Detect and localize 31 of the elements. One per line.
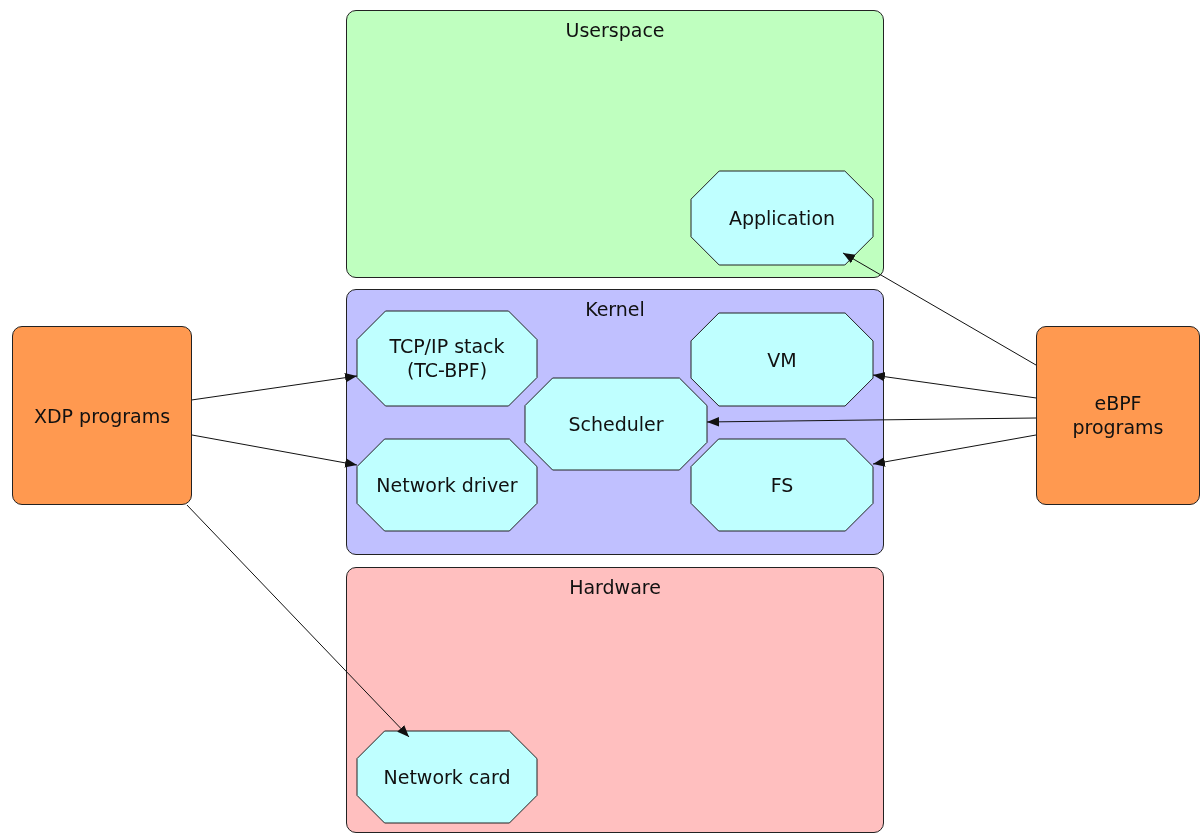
arrow xyxy=(842,252,1037,366)
node-label: VM xyxy=(766,347,798,372)
arrow xyxy=(706,417,1037,427)
octagon-node xyxy=(357,311,537,406)
arrow xyxy=(872,371,1037,399)
octagon-node xyxy=(357,731,537,823)
node-label: FS xyxy=(769,472,795,498)
layer-title: Kernel xyxy=(584,298,646,320)
program-box xyxy=(1036,326,1200,505)
arrow xyxy=(191,434,358,468)
layer-panel xyxy=(346,567,884,833)
node-label: Network card xyxy=(382,764,512,790)
node-label: TCP/IP stack (TC-BPF) xyxy=(388,333,506,384)
node-label: Scheduler xyxy=(567,411,665,437)
arrow xyxy=(872,434,1037,467)
octagon-node xyxy=(691,439,873,531)
octagon-node xyxy=(525,378,707,470)
layer-title: Userspace xyxy=(564,19,666,41)
octagon-node xyxy=(357,439,537,531)
layer-panel xyxy=(346,289,884,555)
arrow xyxy=(191,372,358,401)
layer-title: Hardware xyxy=(568,576,662,598)
node-label: Application xyxy=(727,205,837,231)
node-label: Network driver xyxy=(375,472,519,498)
program-box xyxy=(12,326,192,505)
layer-panel xyxy=(346,10,884,278)
node-label: eBPF programs xyxy=(1071,390,1165,441)
octagon-node xyxy=(691,313,873,406)
arrow xyxy=(186,504,410,738)
octagon-node xyxy=(691,171,873,265)
node-label: XDP programs xyxy=(32,403,172,428)
